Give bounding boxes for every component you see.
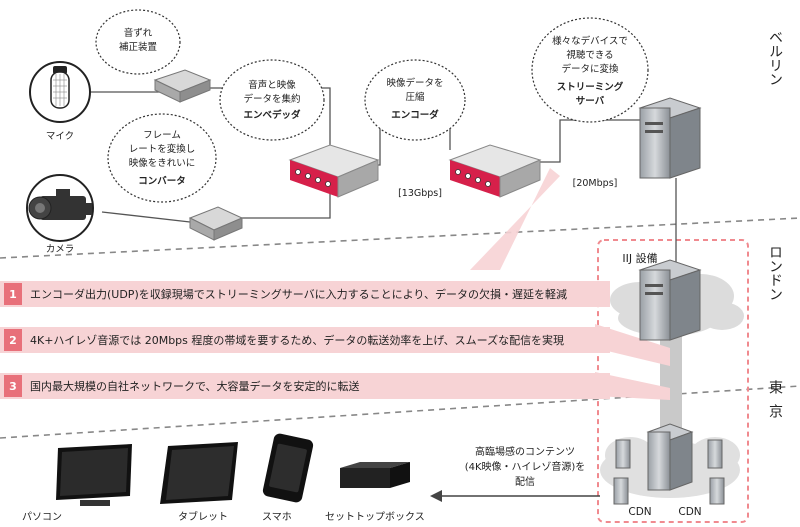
device-label-set-top-box: セットトップボックス [325, 511, 425, 523]
bandwidth-label-13gbps: [13Gbps] [398, 188, 442, 199]
cdn-main-server [646, 423, 694, 491]
note-text: 国内最大規模の自社ネットワークで、大容量データを安定的に転送 [30, 379, 360, 393]
svg-text:データに変換: データに変換 [561, 63, 619, 75]
cdn-label-1: CDN [628, 506, 651, 518]
svg-text:様々なデバイスで: 様々なデバイスで [552, 35, 628, 47]
note-number: 1 [9, 288, 17, 301]
camera-label: カメラ [46, 244, 75, 255]
tablet-icon [160, 442, 238, 504]
cdn-small-servers [613, 439, 725, 505]
note-band-1: 1 エンコーダ出力(UDP)を収録現場でストリーミングサーバに入力することにより… [0, 281, 610, 307]
pc-icon [56, 444, 132, 506]
bubble-embedder: 音声と映像 データを集約 エンベデッダ [219, 59, 325, 141]
iij-facility-label: IIJ 設備 [622, 251, 657, 265]
bubble-sync-corrector: 音ずれ 補正装置 [95, 9, 181, 75]
mic-icon [29, 61, 91, 123]
svg-text:エンベデッダ: エンベデッダ [243, 109, 301, 121]
converter-device [188, 206, 244, 241]
note-band-3: 3 国内最大規模の自社ネットワークで、大容量データを安定的に転送 [0, 373, 610, 399]
svg-text:音声と映像: 音声と映像 [248, 79, 296, 91]
streaming-server [638, 97, 702, 179]
city-label-berlin: ベルリン [767, 30, 783, 86]
funnel-1 [470, 168, 560, 270]
delivery-text-2: (4K映像・ハイレゾ音源)を [465, 460, 586, 473]
berlin-london-separator [0, 217, 800, 259]
device-label-pc: パソコン [22, 511, 62, 523]
note-text: 4K+ハイレゾ音源では 20Mbps 程度の帯域を要するため、データの転送効率を… [30, 333, 564, 347]
svg-text:音ずれ: 音ずれ [124, 27, 153, 39]
london-tokyo-separator [0, 385, 800, 439]
smartphone-icon [262, 433, 314, 503]
note-band-2: 2 4K+ハイレゾ音源では 20Mbps 程度の帯域を要するため、データの転送効… [0, 327, 610, 353]
bubble-streaming-server: 様々なデバイスで 視聴できる データに変換 ストリーミング サーバ [531, 17, 649, 123]
device-label-smartphone: スマホ [262, 511, 292, 523]
sync-corrector-device [153, 69, 212, 103]
cdn-label-2: CDN [678, 506, 701, 518]
svg-text:データを集約: データを集約 [243, 93, 300, 105]
svg-text:コンバータ: コンバータ [138, 175, 186, 187]
svg-text:圧縮: 圧縮 [405, 91, 424, 103]
svg-text:視聴できる: 視聴できる [566, 49, 613, 61]
set-top-box-icon [340, 462, 410, 488]
svg-text:映像データを: 映像データを [386, 77, 443, 89]
device-label-tablet: タブレット [178, 510, 228, 523]
note-text: エンコーダ出力(UDP)を収録現場でストリーミングサーバに入力することにより、デ… [30, 287, 567, 301]
bubble-converter: フレーム レートを変換し 映像をきれいに コンバータ [107, 113, 217, 203]
mic-label: マイク [46, 131, 74, 142]
svg-text:補正装置: 補正装置 [119, 41, 157, 53]
encoder-device [448, 144, 542, 198]
delivery-text-1: 高臨場感のコンテンツ [475, 445, 575, 458]
city-label-london: ロンドン [767, 245, 783, 301]
note-number: 2 [9, 334, 17, 347]
svg-text:サーバ: サーバ [576, 95, 605, 107]
iij-london-server [638, 259, 702, 341]
svg-text:エンコーダ: エンコーダ [391, 109, 439, 121]
svg-text:レートを変換し: レートを変換し [129, 143, 196, 155]
funnel-3 [595, 372, 670, 400]
svg-text:フレーム: フレーム [143, 130, 181, 141]
iij-facility-box [597, 239, 749, 523]
svg-text:ストリーミング: ストリーミング [557, 81, 624, 93]
delivery-arrow [430, 490, 600, 502]
delivery-text-3: 配信 [515, 476, 535, 488]
note-number: 3 [9, 380, 17, 393]
bandwidth-label-20mbps: [20Mbps] [573, 178, 618, 189]
embedder-device [288, 144, 380, 198]
city-label-tokyo: 東京 [767, 380, 783, 428]
camera-icon [26, 174, 94, 242]
bubble-encoder: 映像データを 圧縮 エンコーダ [364, 59, 466, 141]
funnel-2 [595, 324, 670, 366]
svg-text:映像をきれいに: 映像をきれいに [129, 157, 196, 169]
